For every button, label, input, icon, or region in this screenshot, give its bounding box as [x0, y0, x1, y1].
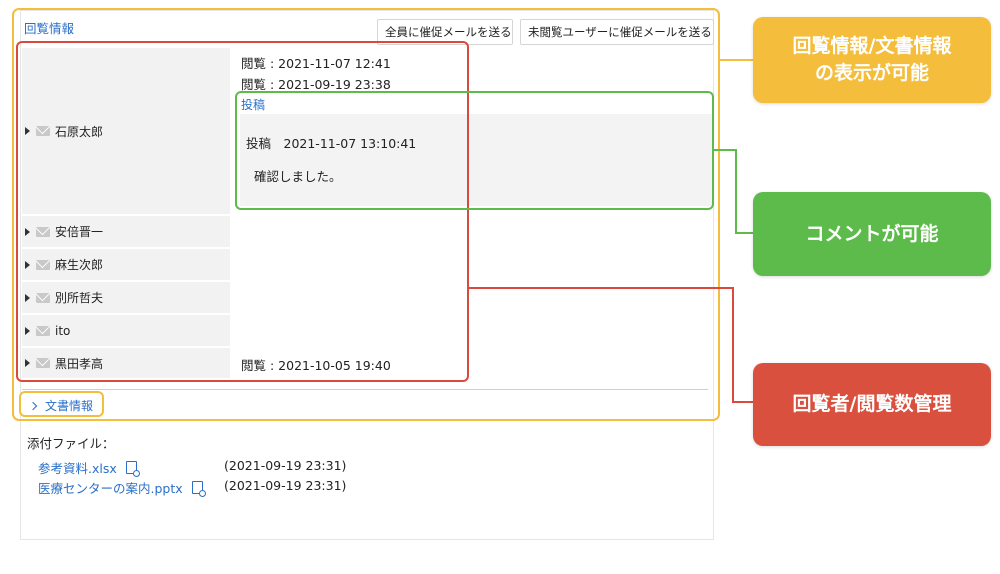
divider — [22, 389, 708, 390]
user-row[interactable]: 黒田孝高 — [22, 348, 230, 378]
expand-arrow-icon[interactable] — [25, 127, 30, 135]
file-preview-icon[interactable] — [191, 481, 206, 497]
view-timestamp: 閲覧 : 2021-11-07 12:41 — [241, 56, 391, 71]
doc-info-toggle[interactable]: 文書情報 — [28, 397, 94, 414]
post-label: 投稿 — [241, 98, 266, 112]
user-row[interactable]: 麻生次郎 — [22, 249, 230, 280]
comment-box: 投稿 2021-11-07 13:10:41 確認しました。 — [240, 114, 712, 206]
user-name: 黒田孝高 — [55, 356, 104, 371]
attachment-link[interactable]: 参考資料.xlsx — [38, 461, 117, 476]
user-row[interactable]: 別所哲夫 — [22, 282, 230, 313]
mail-icon — [36, 126, 50, 136]
mail-icon — [36, 325, 50, 336]
user-name: 麻生次郎 — [55, 258, 104, 272]
chevron-right-icon — [28, 401, 38, 410]
callout-text: 回覧情報/文書情報 の表示が可能 — [792, 35, 952, 84]
user-name: 安倍晋一 — [55, 225, 104, 239]
user-row[interactable]: 安倍晋一 — [22, 216, 230, 247]
callout-text: 回覧者/閲覧数管理 — [792, 393, 952, 416]
view-timestamp: 閲覧 : 2021-10-05 19:40 — [241, 358, 391, 373]
attachment-date: (2021-09-19 23:31) — [224, 478, 347, 493]
comment-meta: 投稿 2021-11-07 13:10:41 — [246, 136, 417, 151]
expand-arrow-icon[interactable] — [25, 359, 30, 367]
file-preview-icon[interactable] — [125, 461, 140, 477]
user-name: 石原太郎 — [55, 124, 104, 139]
comment-body: 確認しました。 — [254, 169, 342, 184]
view-timestamp: 閲覧 : 2021-09-19 23:38 — [241, 77, 391, 92]
callout-info-display: 回覧情報/文書情報 の表示が可能 — [753, 17, 991, 103]
mail-icon — [36, 259, 50, 270]
callout-text: コメントが可能 — [805, 222, 939, 245]
attachment-link[interactable]: 医療センターの案内.pptx — [38, 481, 183, 496]
attachment-item[interactable]: 参考資料.xlsx — [38, 458, 140, 477]
attachment-date: (2021-09-19 23:31) — [224, 458, 347, 473]
section-title: 回覧情報 — [24, 21, 75, 36]
expand-arrow-icon[interactable] — [25, 293, 30, 302]
mail-icon — [36, 292, 50, 303]
callout-viewer-management: 回覧者/閲覧数管理 — [753, 363, 991, 446]
remind-unread-button[interactable]: 未閲覧ユーザーに催促メールを送る — [520, 19, 714, 45]
user-name: 別所哲夫 — [55, 291, 104, 305]
user-row[interactable]: ito — [22, 315, 230, 346]
attachments-title: 添付ファイル： — [27, 436, 115, 451]
expand-arrow-icon[interactable] — [25, 227, 30, 236]
mail-icon — [36, 226, 50, 237]
attachment-item[interactable]: 医療センターの案内.pptx — [38, 478, 206, 497]
doc-info-label: 文書情報 — [45, 399, 94, 413]
user-row[interactable]: 石原太郎 — [22, 48, 230, 214]
callout-comment: コメントが可能 — [753, 192, 991, 276]
expand-arrow-icon[interactable] — [25, 326, 30, 335]
remind-all-button[interactable]: 全員に催促メールを送る — [377, 19, 513, 45]
user-name: ito — [55, 323, 71, 338]
expand-arrow-icon[interactable] — [25, 260, 30, 269]
mail-icon — [36, 358, 50, 368]
connector-green — [714, 149, 758, 234]
